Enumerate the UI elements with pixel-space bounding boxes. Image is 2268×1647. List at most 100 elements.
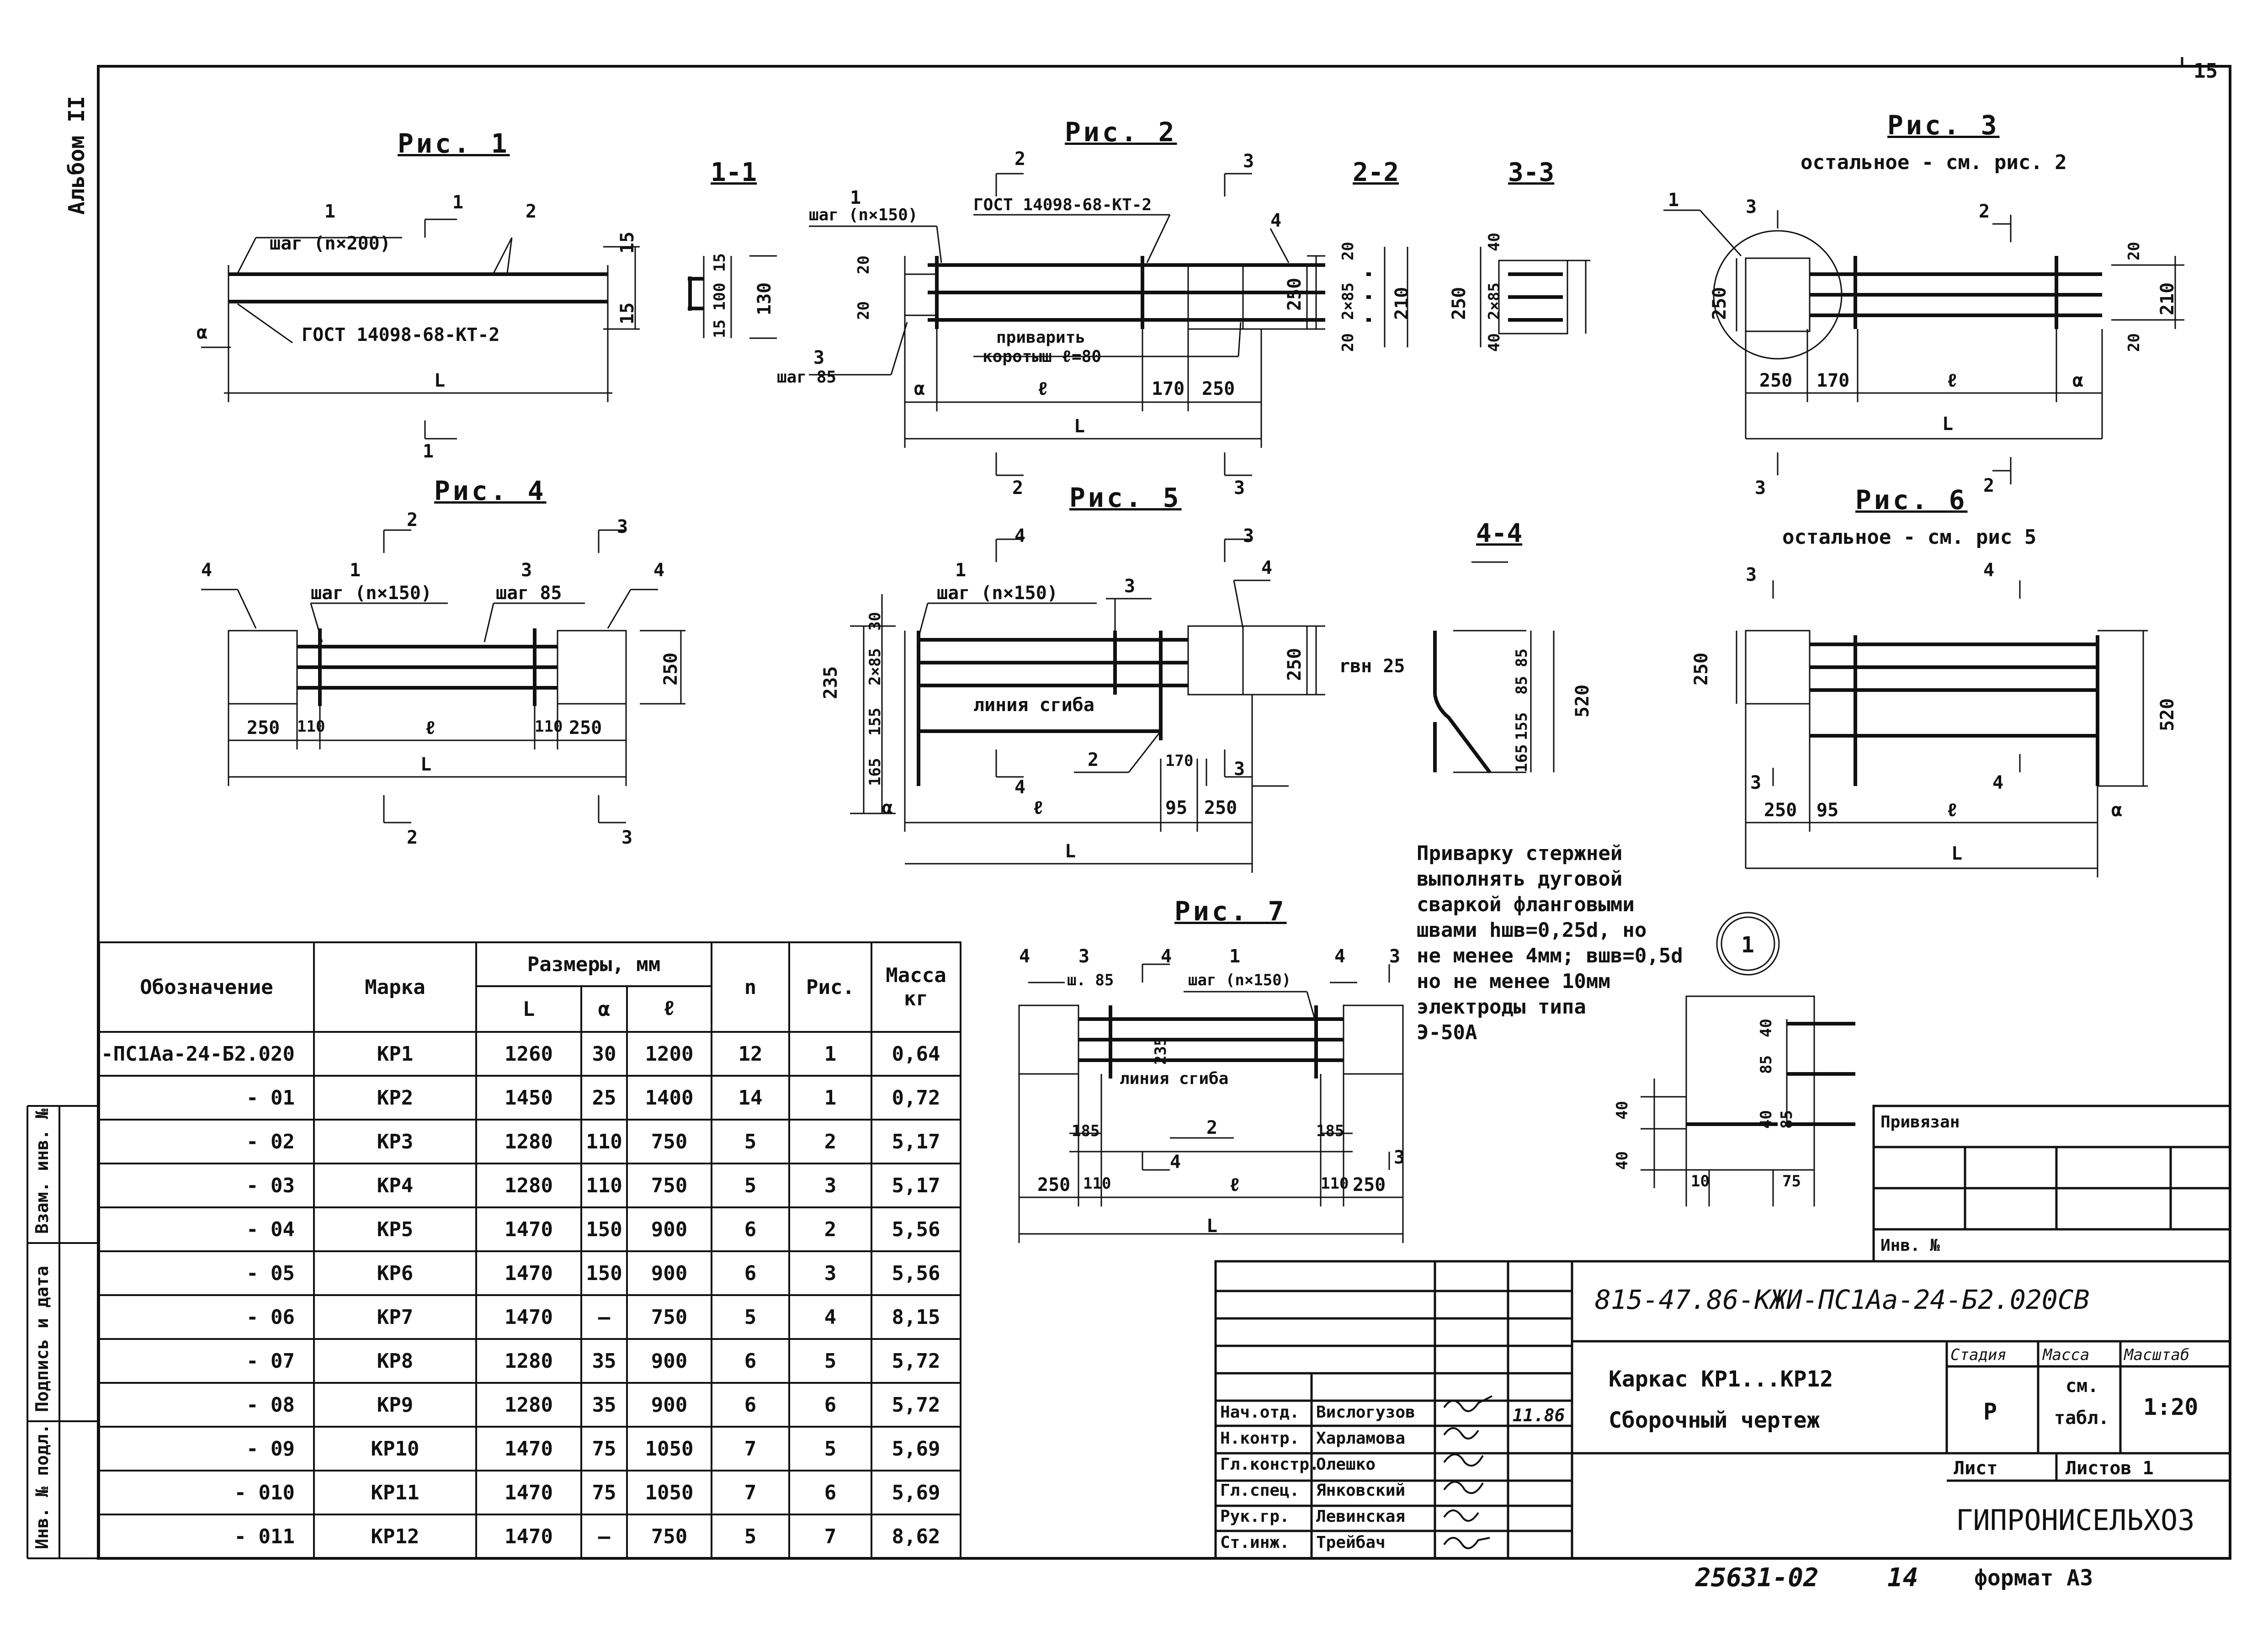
fig3-cut2-top: 2 xyxy=(1979,201,1990,222)
fig1-gost: ГОСТ 14098-68-КТ-2 xyxy=(302,324,500,345)
cell-a: 75 xyxy=(580,1426,628,1472)
cell-a: 110 xyxy=(580,1163,628,1208)
cell-L: 1470 xyxy=(475,1426,582,1472)
fig6-d95: 95 xyxy=(1817,800,1839,821)
cell-n: 12 xyxy=(711,1031,790,1077)
sec11-title: 1-1 xyxy=(711,158,757,187)
fig4-pos3: 3 xyxy=(521,560,532,581)
fig1-L: L xyxy=(434,370,446,391)
fig2-d170: 170 xyxy=(1152,378,1185,399)
cell-l: 750 xyxy=(626,1163,712,1208)
cell-fig: 1 xyxy=(788,1075,872,1121)
fig2-cut2-bottom: 2 xyxy=(1012,478,1024,499)
tb-person-name: Вислогузов xyxy=(1316,1403,1415,1422)
cell-n: 7 xyxy=(711,1470,790,1515)
cell-des: - 05 xyxy=(98,1250,315,1296)
cell-fig: 3 xyxy=(788,1163,872,1208)
fig7-d235: 235 xyxy=(1152,1036,1170,1065)
weld-note-line: электроды типа xyxy=(1417,995,1586,1019)
cell-fig: 2 xyxy=(788,1119,872,1164)
fig4-l: ℓ xyxy=(425,717,436,738)
fig5-pos2: 2 xyxy=(1088,749,1099,770)
fig3-pos1: 1 xyxy=(1668,190,1679,211)
sec44-d155: 155 xyxy=(1513,712,1531,740)
tb-name1: Каркас КР1...КР12 xyxy=(1609,1366,1833,1392)
sec44-rvn: rвн 25 xyxy=(1339,656,1405,677)
fig1-d15b: 15 xyxy=(617,302,638,324)
sec22-title: 2-2 xyxy=(1353,158,1399,187)
fig1-step: шаг (n×200) xyxy=(270,233,391,254)
fig3-d20b: 20 xyxy=(2125,333,2143,352)
fig3-title: Рис. 3 xyxy=(1887,110,2000,141)
fig6-cut4-bottom: 4 xyxy=(1992,772,2004,793)
cell-L: 1470 xyxy=(475,1470,582,1515)
fig1-cut1-top: 1 xyxy=(452,192,464,213)
cell-mark: КР11 xyxy=(313,1470,477,1515)
cell-a: 75 xyxy=(580,1470,628,1515)
fig2-d250v: 250 xyxy=(1284,277,1305,311)
sec22-d210: 210 xyxy=(1392,287,1413,320)
cell-l: 1400 xyxy=(626,1075,712,1121)
tb-inv-no: Инв. № xyxy=(1880,1236,1940,1255)
header-mass: Масса кг xyxy=(871,941,961,1033)
fig4-step1: шаг (n×150) xyxy=(311,583,432,604)
cell-des: - 04 xyxy=(98,1206,315,1252)
sec22-d20a: 20 xyxy=(1339,242,1357,260)
fig2-pos3: 3 xyxy=(813,347,825,368)
cell-des: - 06 xyxy=(98,1294,315,1340)
fig2-alpha: α xyxy=(914,378,925,399)
fig7-title: Рис. 7 xyxy=(1174,896,1287,927)
cell-mark: КР5 xyxy=(313,1206,477,1252)
fig5-d30: 30 xyxy=(866,612,884,631)
sec33-d40a: 40 xyxy=(1485,233,1503,251)
cell-l: 1200 xyxy=(626,1031,712,1077)
cell-des: - 02 xyxy=(98,1119,315,1164)
cell-fig: 5 xyxy=(788,1338,872,1384)
bottom-page: 14 xyxy=(1887,1563,1918,1593)
fig1-alpha: α xyxy=(197,322,208,343)
cell-L: 1280 xyxy=(475,1382,582,1428)
cell-l: 900 xyxy=(626,1250,712,1296)
cell-mark: КР9 xyxy=(313,1382,477,1428)
tb-person-name: Харламова xyxy=(1316,1429,1406,1448)
cell-n: 5 xyxy=(711,1514,790,1559)
cell-l: 900 xyxy=(626,1338,712,1384)
cell-mark: КР4 xyxy=(313,1163,477,1208)
fig2-l: ℓ xyxy=(1037,378,1049,399)
cell-fig: 1 xyxy=(788,1031,872,1077)
cell-a: 150 xyxy=(580,1250,628,1296)
fig3-alpha: α xyxy=(2072,370,2084,391)
cell-mark: КР6 xyxy=(313,1250,477,1296)
cell-mass: 5,69 xyxy=(871,1470,961,1515)
cell-mass: 5,72 xyxy=(871,1338,961,1384)
fig3-d210: 210 xyxy=(2157,282,2178,315)
cell-L: 1280 xyxy=(475,1338,582,1384)
fig1-title: Рис. 1 xyxy=(398,128,510,159)
cell-mass: 5,17 xyxy=(871,1163,961,1208)
weld-note-line: не менее 4мм; вшв=0,5d xyxy=(1417,944,1683,967)
cell-mass: 0,72 xyxy=(871,1075,961,1121)
fig4-pos4b: 4 xyxy=(653,560,665,581)
tb-role: Нач.отд. xyxy=(1220,1403,1300,1422)
fig4-step3: шаг 85 xyxy=(496,583,562,604)
sec11-d15b: 15 xyxy=(711,319,729,338)
cell-mark: КР2 xyxy=(313,1075,477,1121)
sec33-d250: 250 xyxy=(1449,287,1470,320)
cell-mark: КР12 xyxy=(313,1514,477,1559)
fig5-cut3-bottom: 3 xyxy=(1234,759,1245,780)
bottom-number: 25631-02 xyxy=(1695,1563,1819,1593)
fig2-title: Рис. 2 xyxy=(1065,117,1177,148)
cell-a: 110 xyxy=(580,1119,628,1164)
fig7-cut3-top: 3 xyxy=(1389,946,1401,967)
fig1-pos1: 1 xyxy=(324,201,336,222)
tb-person-name: Левинская xyxy=(1316,1507,1406,1526)
fig5-pos1: 1 xyxy=(955,560,967,581)
cell-n: 5 xyxy=(711,1163,790,1208)
cell-fig: 6 xyxy=(788,1382,872,1428)
side-podpis: Подпись и дата xyxy=(32,1265,52,1412)
cell-n: 6 xyxy=(711,1250,790,1296)
cell-des: - 08 xyxy=(98,1382,315,1428)
